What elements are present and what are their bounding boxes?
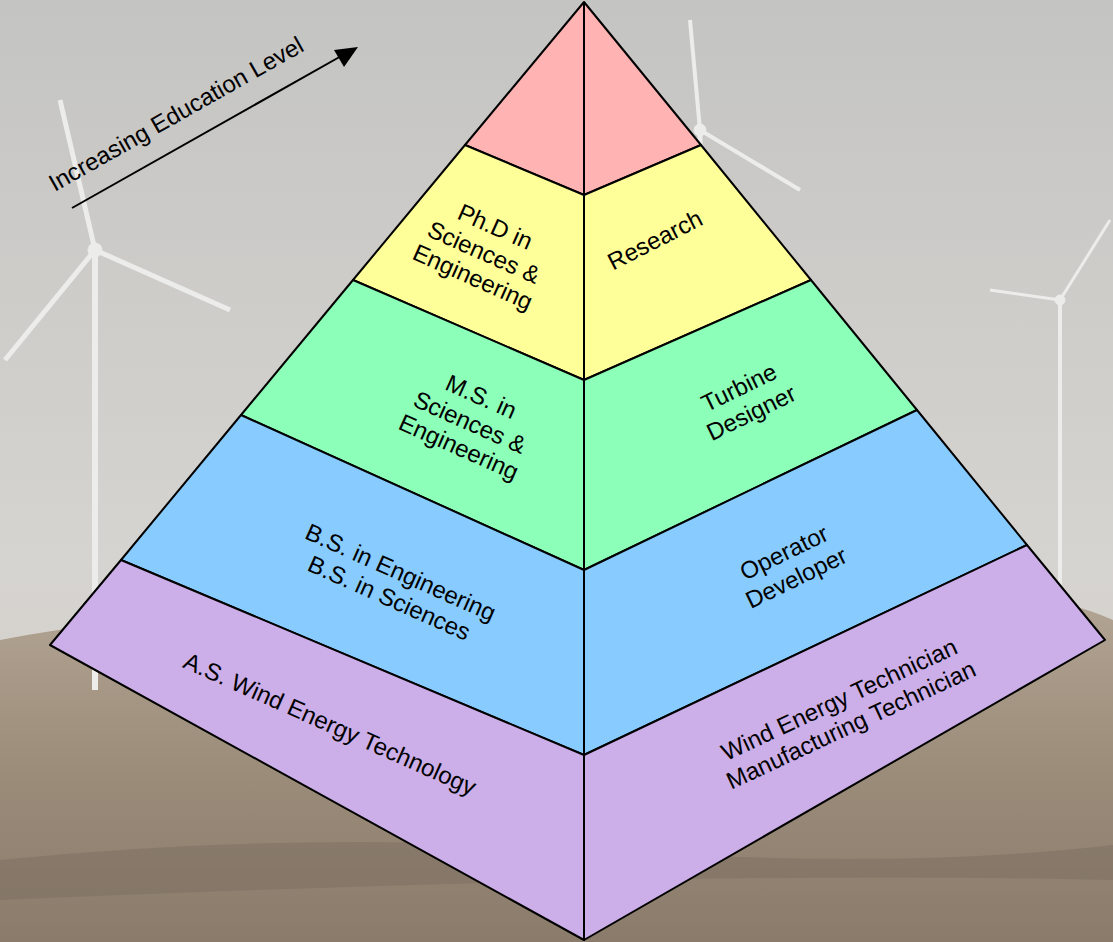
band-shape [50,560,584,940]
pyramid-band-face: A.S. Wind Energy Technology [50,560,584,940]
band-outline [50,560,584,940]
education-arrow [72,55,343,208]
pyramid-band-face: Wind Energy Technician Manufacturing Tec… [584,545,1105,940]
arrow-head [334,47,358,67]
band-outline [584,545,1105,940]
axis-label: Increasing Education Level [44,31,308,197]
pyramid-ridge [583,2,585,195]
